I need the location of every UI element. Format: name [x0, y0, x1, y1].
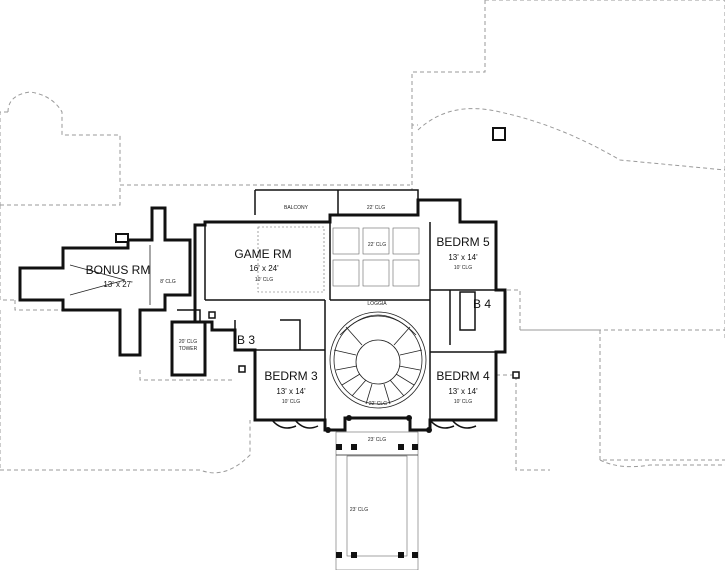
game-room-label: GAME RM: [234, 247, 291, 261]
bonus-room-label: BONUS RM: [86, 263, 151, 277]
bedrm4-dim: 13' x 14': [448, 387, 478, 396]
bedrm5-dim: 13' x 14': [448, 253, 478, 262]
bedrm4-clg: 10' CLG: [454, 399, 472, 405]
post-marker: [512, 371, 520, 379]
roof-vent: [492, 127, 506, 141]
bedrm5-label: BEDRM 5: [436, 235, 490, 249]
porch-clg-label: 23' CLG: [368, 437, 386, 443]
spiral-stair: [329, 311, 427, 409]
stair-clg-label: 22' CLG: [369, 401, 387, 407]
bonus-clg-label: 8' CLG: [160, 279, 176, 285]
bonus-room-dim: 13' x 27': [103, 280, 133, 289]
coffer-clg-label: 22' CLG: [368, 242, 386, 248]
bedrm3-clg: 10' CLG: [282, 399, 300, 405]
post-marker: [208, 311, 216, 319]
game-room-clg: 10' CLG: [255, 277, 273, 283]
tower-clg-label: 20' CLG: [179, 339, 197, 345]
b3-label: B 3: [237, 333, 255, 347]
game-room-dim: 16' x 24': [249, 264, 279, 273]
balcony-label: BALCONY: [284, 205, 309, 211]
walk-clg-label: 23' CLG: [350, 507, 368, 513]
bedrm5-clg: 10' CLG: [454, 265, 472, 271]
lower-floor-outline: [0, 0, 725, 474]
bedrm4-label: BEDRM 4: [436, 369, 490, 383]
bedrm3-label: BEDRM 3: [264, 369, 318, 383]
balcony-clg-label: 22' CLG: [367, 205, 385, 211]
bedrm3-dim: 13' x 14': [276, 387, 306, 396]
loggia-label: LOGGIA: [367, 301, 387, 307]
bay-windows: [271, 419, 477, 429]
bonus-wing: [18, 206, 192, 357]
tower-label: TOWER: [179, 346, 198, 352]
entry-porch: [325, 415, 432, 570]
post-marker: [238, 365, 246, 373]
b4-label: B 4: [473, 297, 491, 311]
coffer-grid: [257, 226, 420, 293]
